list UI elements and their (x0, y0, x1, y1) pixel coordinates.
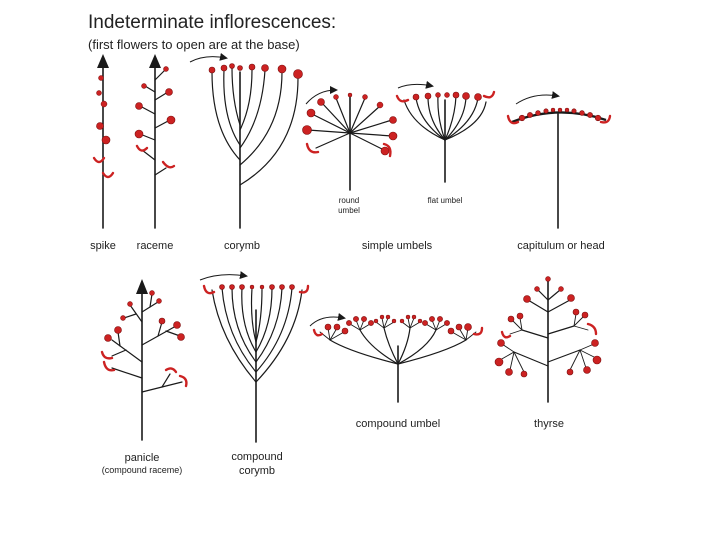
capitulum-label: capitulum or head (517, 240, 605, 252)
simple-umbels-label: simple umbels (361, 240, 433, 252)
diagram-title: Indeterminate inflorescences: (88, 12, 337, 33)
spike-figure (92, 54, 115, 229)
panicle-note-label: (compound raceme) (101, 465, 183, 475)
flat-umbel-label: flat umbel (427, 196, 463, 205)
flat-umbel-figure (395, 80, 496, 183)
compound-umbel-label: compound umbel (355, 418, 441, 430)
raceme-label: raceme (136, 240, 174, 252)
raceme-figure (134, 54, 176, 229)
spike-label: spike (90, 240, 116, 252)
compound-umbel-figure (309, 312, 484, 403)
diagram-subtitle: (first flowers to open are at the base) (88, 37, 300, 52)
thyrse-figure (494, 276, 602, 403)
compound-corymb-label: compound corymb (231, 451, 283, 477)
capitulum-figure (506, 91, 612, 229)
panicle-label: panicle (124, 452, 160, 464)
corymb-figure (189, 52, 303, 229)
compound-corymb-figure (199, 271, 310, 443)
round-umbel-label: round umbel (338, 196, 360, 215)
thyrse-label: thyrse (534, 418, 564, 430)
corymb-label: corymb (223, 240, 261, 252)
panicle-figure (100, 279, 188, 441)
round-umbel-figure (302, 86, 398, 191)
